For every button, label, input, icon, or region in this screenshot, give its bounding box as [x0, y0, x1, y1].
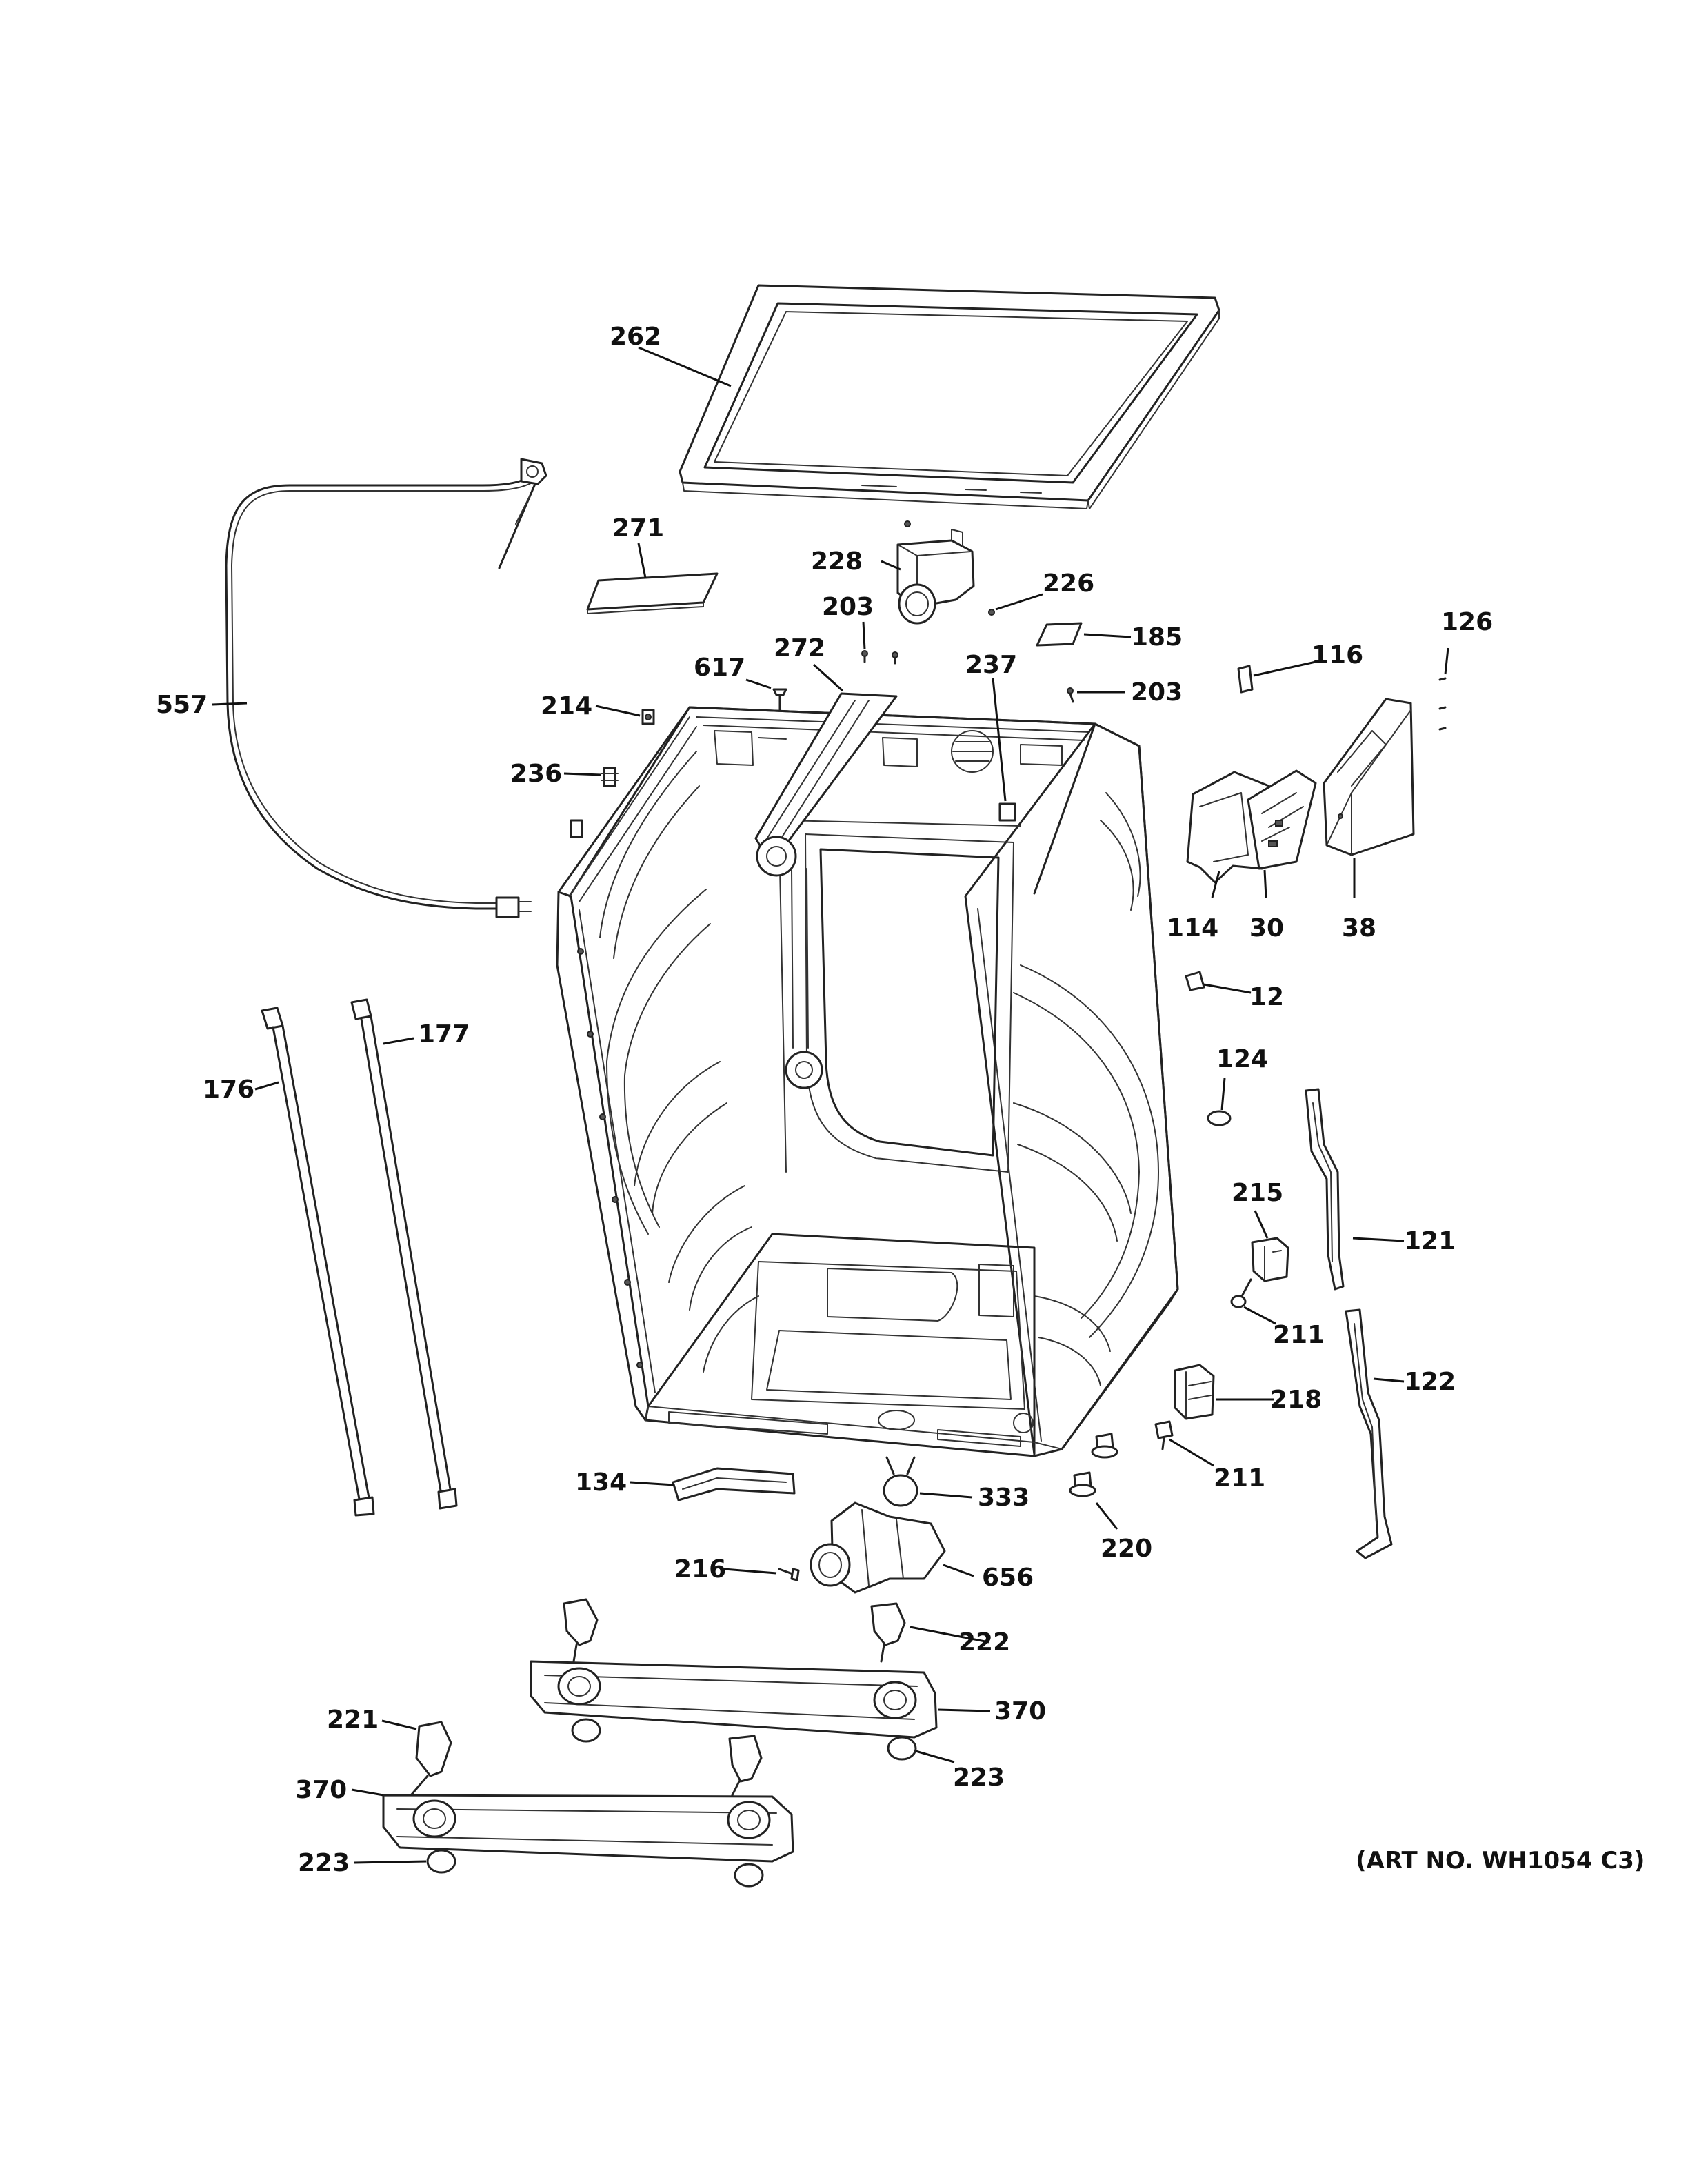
callout-216: 216 — [674, 1555, 726, 1584]
door-lock-215 — [1230, 1237, 1289, 1308]
callout-223b: 223 — [298, 1849, 350, 1877]
clamp-333 — [883, 1456, 918, 1507]
side-rail-121 — [1305, 1088, 1345, 1291]
callout-222: 222 — [958, 1628, 1010, 1657]
callout-211b: 211 — [1214, 1464, 1265, 1493]
clip-214 — [641, 709, 655, 725]
insulation-pad-271 — [586, 572, 719, 614]
callout-114: 114 — [1167, 914, 1218, 942]
callout-12: 12 — [1249, 983, 1284, 1011]
callout-185: 185 — [1131, 623, 1183, 651]
callout-333: 333 — [978, 1484, 1029, 1512]
suspension-222-upper-right — [870, 1602, 906, 1663]
control-cover-38 — [1323, 698, 1415, 856]
callout-617: 617 — [694, 654, 745, 682]
leader-lines — [212, 346, 1449, 1864]
bracket-134 — [672, 1467, 796, 1502]
callout-126: 126 — [1441, 608, 1493, 636]
callout-236: 236 — [510, 760, 562, 788]
bushings-223 — [426, 1718, 917, 1888]
top-panel-262 — [679, 284, 1220, 509]
callout-271: 271 — [612, 514, 664, 543]
callout-211a: 211 — [1273, 1321, 1325, 1349]
callout-237: 237 — [965, 651, 1017, 679]
callout-370b: 370 — [295, 1776, 347, 1804]
callout-221: 221 — [327, 1706, 379, 1734]
connector-116 — [1237, 665, 1254, 694]
callout-218: 218 — [1270, 1386, 1322, 1414]
callout-226: 226 — [1043, 569, 1094, 598]
callout-labels: 262 271 228 226 203 185 126 557 617 272 … — [156, 323, 1645, 1877]
callout-215: 215 — [1232, 1179, 1283, 1207]
screws-203 — [861, 650, 1074, 703]
fitting-211 — [1154, 1420, 1174, 1450]
clip-unlabeled — [570, 819, 583, 838]
cabinet-frame — [556, 692, 1179, 1457]
callout-203b: 203 — [1131, 678, 1183, 707]
callout-262: 262 — [610, 323, 661, 351]
callout-656: 656 — [982, 1564, 1034, 1592]
callout-214: 214 — [541, 692, 592, 720]
leveling-legs-220 — [1069, 1433, 1118, 1497]
callout-557: 557 — [156, 691, 208, 719]
callout-124: 124 — [1216, 1045, 1268, 1073]
screws-126 — [1438, 677, 1447, 731]
callout-272: 272 — [774, 634, 825, 663]
callout-203a: 203 — [822, 593, 874, 621]
inlet-hose-176 — [261, 1007, 375, 1517]
callout-134: 134 — [575, 1468, 627, 1497]
power-cord-557 — [225, 458, 547, 918]
dispenser-housing-228 — [896, 520, 995, 625]
callout-121: 121 — [1404, 1227, 1456, 1255]
callout-38: 38 — [1342, 914, 1376, 942]
drain-pump-656 — [810, 1502, 946, 1594]
base-rail-370-upper — [530, 1660, 938, 1739]
callout-30: 30 — [1249, 914, 1284, 942]
pressure-switch-218 — [1174, 1364, 1215, 1420]
screw-216 — [778, 1568, 800, 1581]
base-rail-370-lower — [382, 1794, 794, 1863]
screw-617 — [772, 688, 787, 711]
suspension-221-left — [410, 1721, 452, 1797]
callout-116: 116 — [1312, 641, 1363, 669]
side-rail-122 — [1345, 1308, 1393, 1559]
clip-236 — [601, 767, 619, 787]
art-number: (ART NO. WH1054 C3) — [1356, 1847, 1645, 1874]
inlet-hose-177 — [350, 998, 458, 1510]
callout-228: 228 — [811, 547, 863, 576]
control-board-30 — [1247, 769, 1317, 870]
callout-177: 177 — [418, 1020, 470, 1049]
suspension-222-upper-left — [563, 1598, 599, 1663]
ring-124 — [1207, 1110, 1232, 1126]
callout-223a: 223 — [953, 1763, 1005, 1792]
foam-pad-185 — [1036, 622, 1083, 647]
suspension-221-right — [728, 1735, 763, 1797]
callout-370a: 370 — [994, 1697, 1046, 1726]
clip-12 — [1185, 971, 1205, 991]
callout-220: 220 — [1101, 1535, 1152, 1563]
callout-176: 176 — [203, 1075, 254, 1104]
callout-122: 122 — [1404, 1368, 1456, 1396]
